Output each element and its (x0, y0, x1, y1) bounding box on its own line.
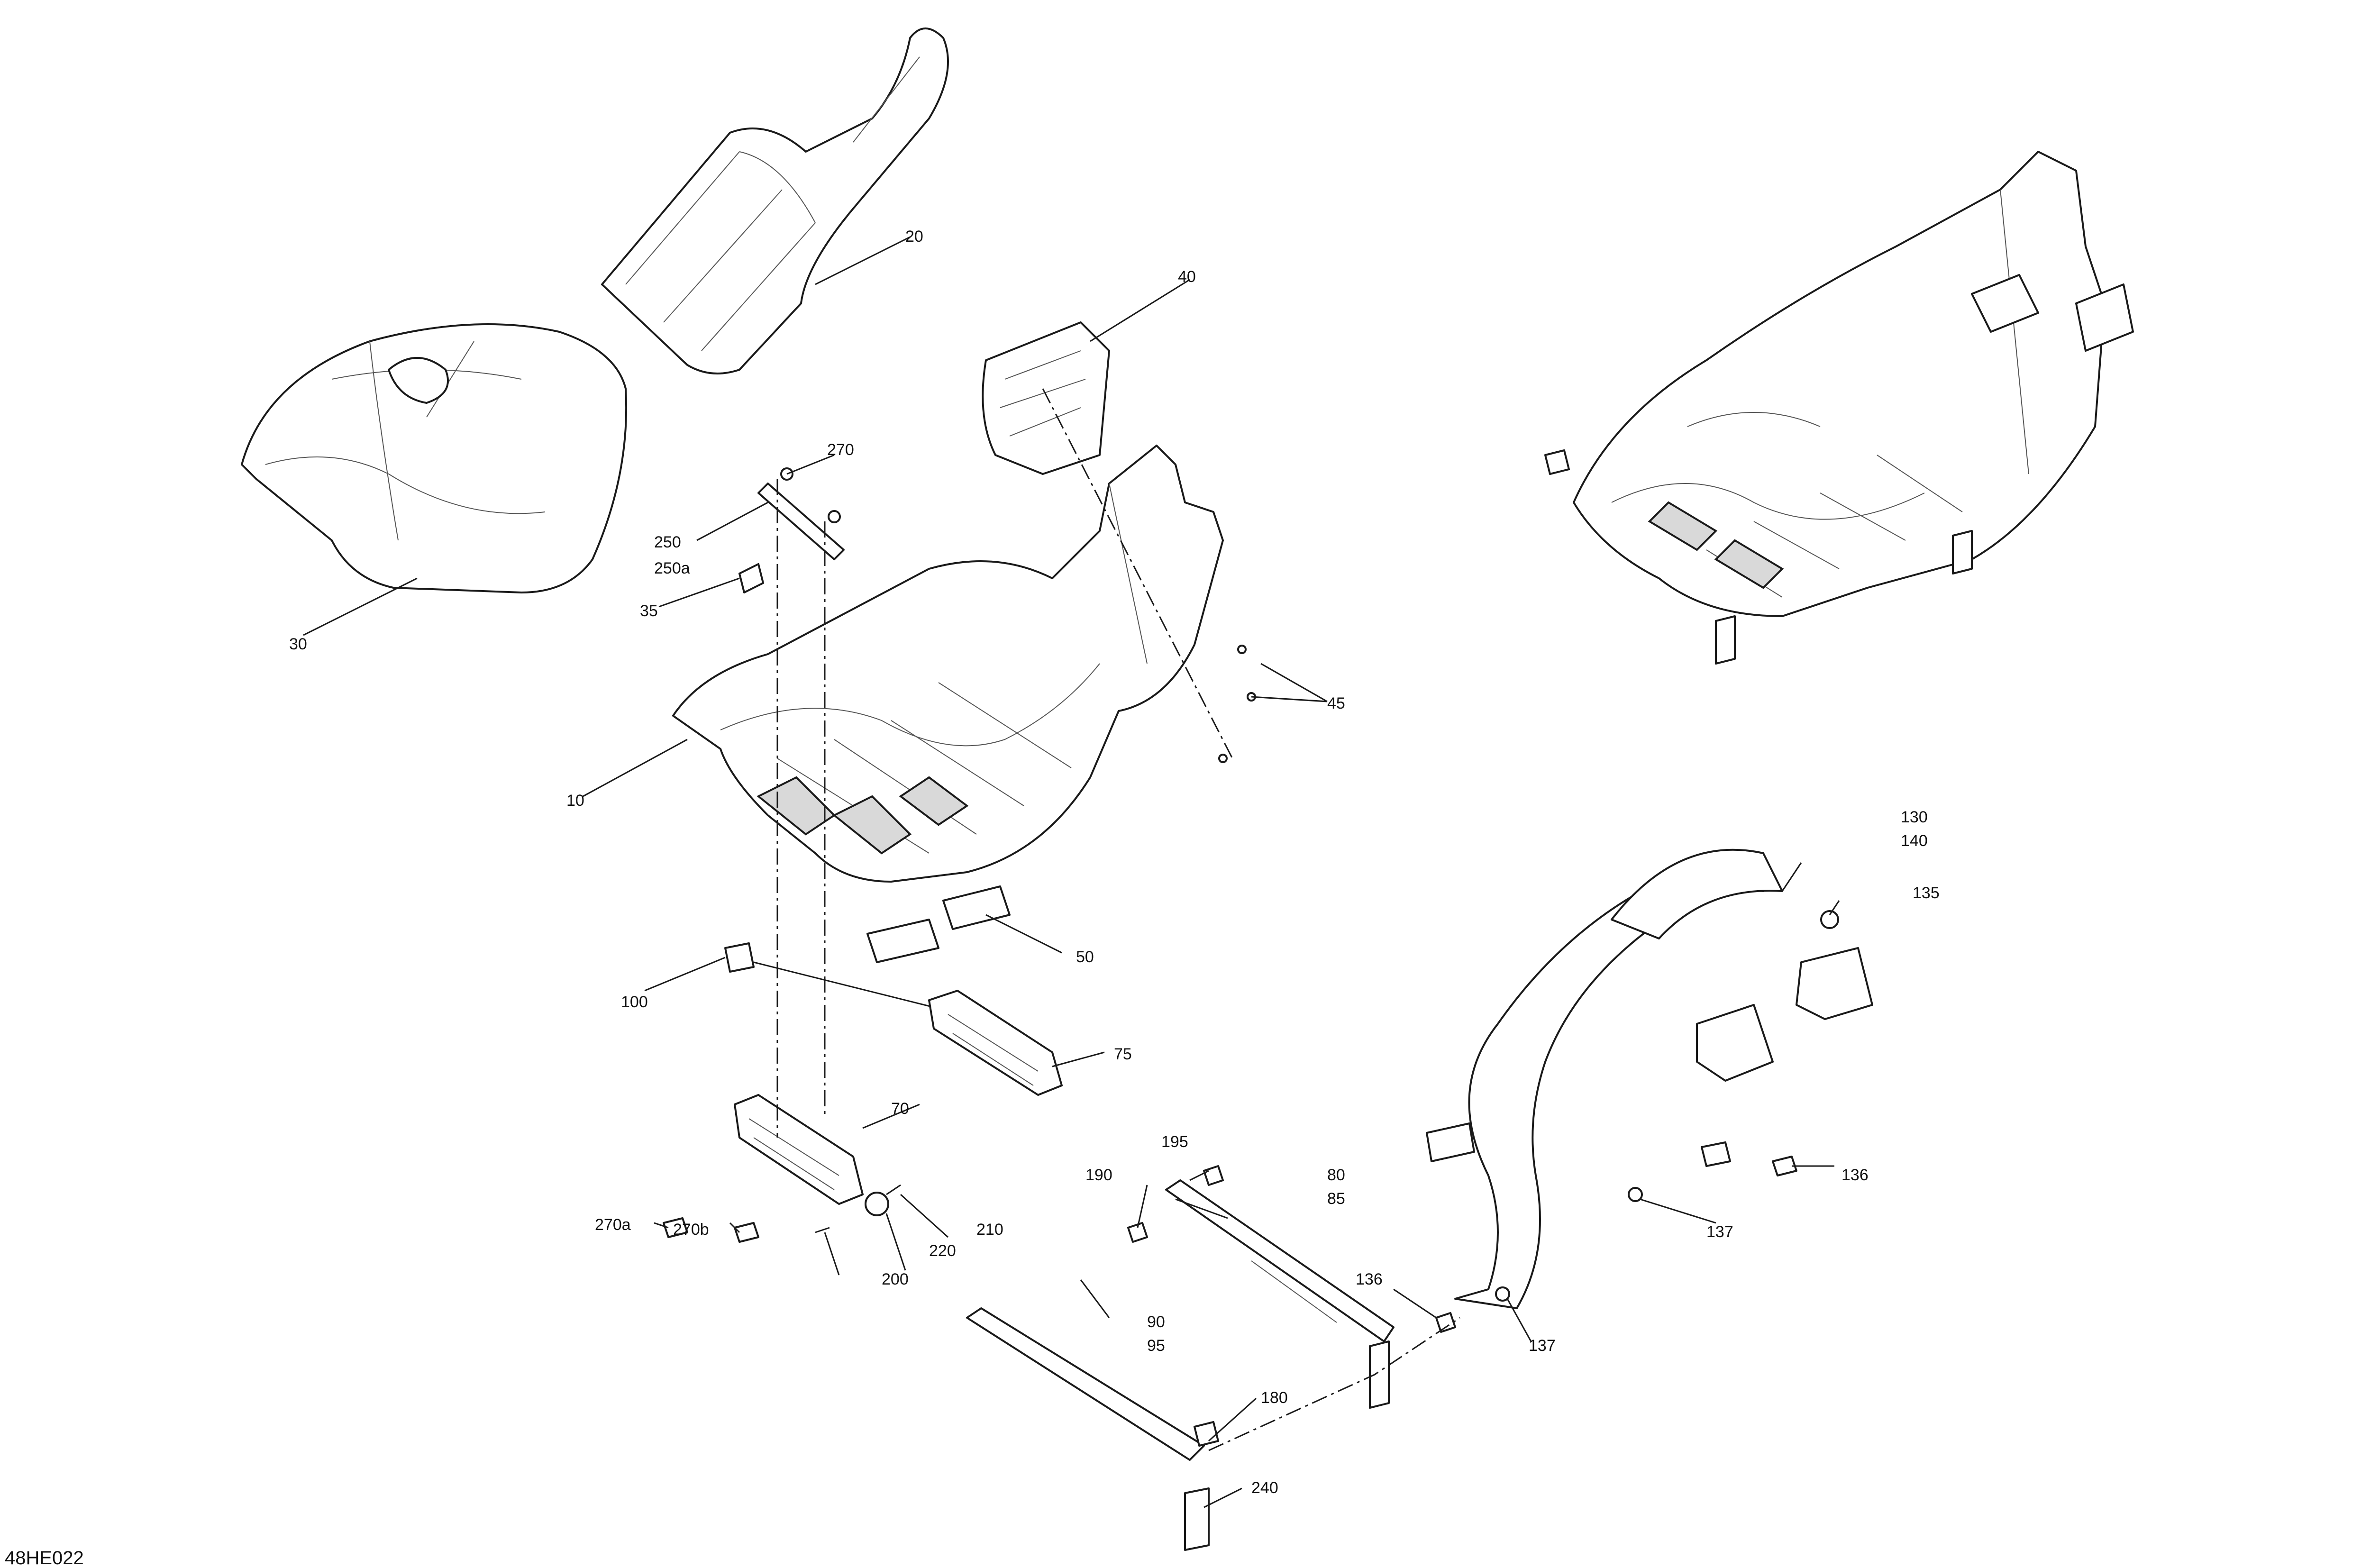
callout-210: 210 (976, 1221, 1003, 1239)
part-50-labels (866, 885, 1011, 963)
callout-135: 135 (1913, 884, 1940, 902)
callout-85: 85 (1327, 1190, 1345, 1208)
part-40-headrest-pad (982, 321, 1110, 475)
callout-250: 250 (654, 533, 681, 551)
callout-190: 190 (1085, 1166, 1112, 1184)
callout-195: 195 (1161, 1133, 1188, 1151)
callout-270: 270 (827, 441, 854, 459)
callout-90: 90 (1147, 1313, 1165, 1331)
part-80-85-cross-tube (1165, 1179, 1395, 1409)
callout-100: 100 (621, 993, 648, 1011)
part-20-backrest-cushion (601, 27, 949, 374)
callout-20: 20 (905, 228, 923, 246)
assembled-seat-view (1544, 151, 2134, 665)
part-90-95-cross-tube (966, 1307, 1210, 1551)
assembly-phantom-lines (776, 388, 1460, 1451)
callout-137-lower: 137 (1529, 1337, 1556, 1355)
callout-75: 75 (1114, 1045, 1132, 1063)
part-30-seat-cushion (241, 323, 628, 593)
callout-136-upper: 136 (1841, 1166, 1869, 1184)
callout-leaders (303, 236, 1840, 1508)
callout-200: 200 (882, 1270, 909, 1288)
part-100-lever-cable (724, 942, 944, 1011)
part-130-140-seat-belt (1426, 848, 1873, 1309)
callout-136-lower: 136 (1356, 1270, 1383, 1288)
diagram-reference-code: 48HE022 (5, 1548, 84, 1568)
callout-30: 30 (289, 635, 307, 653)
callout-270b: 270b (673, 1221, 709, 1239)
callout-70: 70 (891, 1100, 909, 1118)
part-70-slider-rail-left (734, 1094, 889, 1216)
callout-250a: 250a (654, 559, 690, 577)
hardware-rail-fasteners (663, 1184, 901, 1243)
callout-labels: 20 30 10 35 250 250a 270 40 45 50 100 75… (289, 228, 1940, 1497)
callout-80: 80 (1327, 1166, 1345, 1184)
callout-180: 180 (1261, 1389, 1288, 1407)
callout-240: 240 (1251, 1479, 1278, 1497)
callout-10: 10 (566, 792, 584, 810)
callout-220: 220 (929, 1242, 956, 1260)
callout-137-upper: 137 (1706, 1223, 1733, 1241)
callout-95: 95 (1147, 1337, 1165, 1355)
callout-140: 140 (1901, 832, 1928, 850)
part-75-slider-rail-right (928, 990, 1063, 1096)
callout-130: 130 (1901, 808, 1928, 826)
hardware-tube-fasteners (1127, 1165, 1456, 1447)
callout-40: 40 (1178, 268, 1196, 286)
callout-270a: 270a (595, 1216, 631, 1234)
part-10-seat-shell (672, 445, 1224, 883)
callout-50: 50 (1076, 948, 1094, 966)
callout-35: 35 (640, 602, 658, 620)
callout-45: 45 (1327, 694, 1345, 712)
